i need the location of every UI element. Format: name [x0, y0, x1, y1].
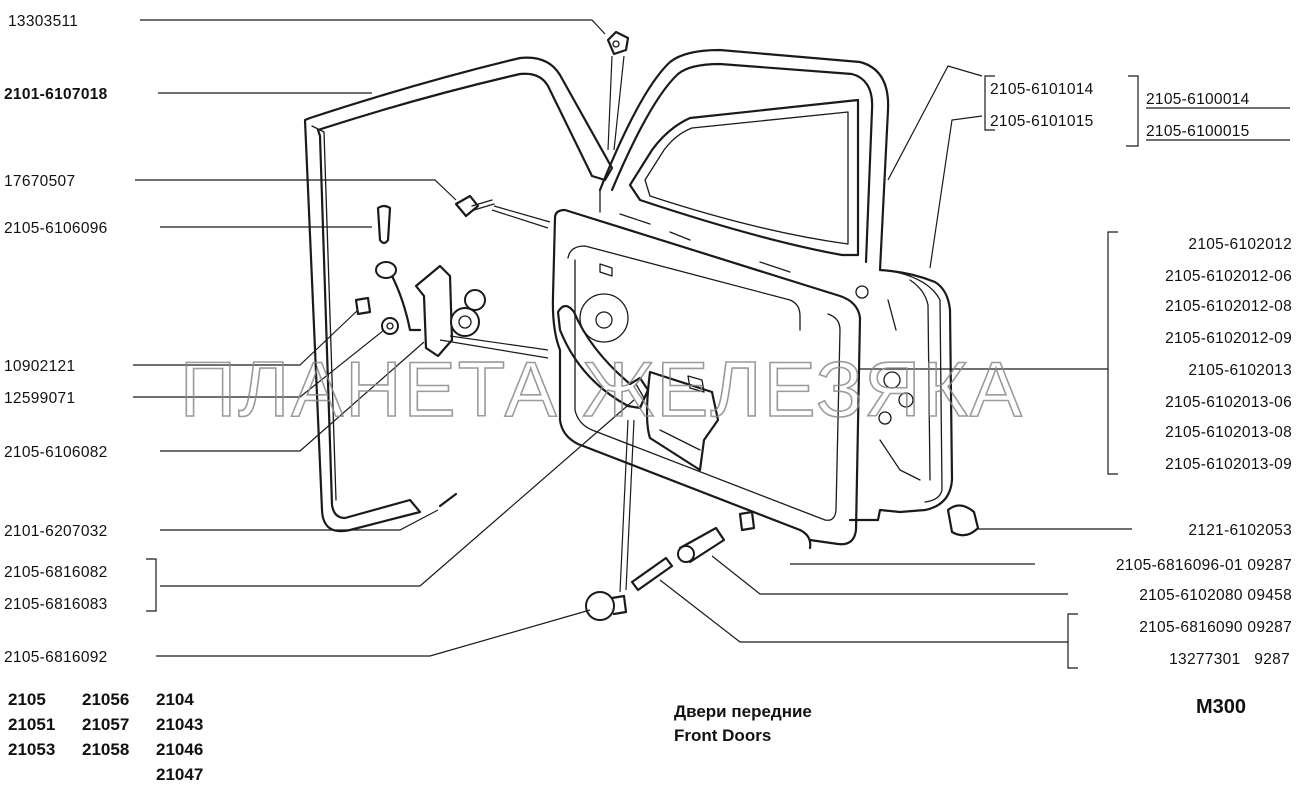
label-2105-6816083: 2105-6816083 — [4, 596, 108, 613]
model-item: 21057 — [82, 715, 130, 734]
model-item — [8, 763, 82, 786]
label-2105-6106082: 2105-6106082 — [4, 444, 108, 461]
label-2105-6100014: 2105-6100014 — [1146, 91, 1250, 108]
label-2105-6102012-09: 2105-6102012-09 — [1165, 330, 1292, 347]
label-2105-6102013-09: 2105-6102013-09 — [1165, 456, 1292, 473]
diagram-title: Двери передние Front Doors — [674, 700, 812, 748]
model-item: 21051 — [8, 715, 56, 734]
labels-left: 13303511 2101-6107018 17670507 2105-6106… — [4, 13, 108, 666]
label-2105-6102012-06: 2105-6102012-06 — [1165, 268, 1292, 285]
label-2105-6101015: 2105-6101015 — [990, 113, 1094, 130]
door-pocket — [645, 370, 720, 472]
label-13277301: 13277301 9287 — [1169, 651, 1290, 668]
model-item: 2104 — [156, 690, 194, 709]
label-2105-6816090: 2105-6816090 09287 — [1139, 619, 1292, 636]
label-2105-6106096: 2105-6106096 — [4, 220, 108, 237]
door-striker — [375, 261, 486, 358]
model-item: 21047 — [156, 765, 204, 784]
model-item: 2105 — [8, 690, 46, 709]
label-2105-6100015: 2105-6100015 — [1146, 123, 1250, 140]
model-item: 21058 — [82, 740, 130, 759]
label-2105-6102013-06: 2105-6102013-06 — [1165, 394, 1292, 411]
leader-lines — [133, 19, 1290, 669]
door-seal — [303, 56, 614, 533]
label-2101-6107018: 2101-6107018 — [4, 86, 108, 103]
model-item — [82, 763, 156, 786]
title-russian: Двери передние — [674, 702, 812, 721]
label-2105-6102012-08: 2105-6102012-08 — [1165, 298, 1292, 315]
label-2105-6102013: 2105-6102013 — [1188, 362, 1292, 379]
title-english: Front Doors — [674, 726, 772, 745]
label-10902121: 10902121 — [4, 358, 75, 375]
label-2105-6816096-01: 2105-6816096-01 09287 — [1116, 557, 1292, 574]
label-2105-6101014: 2105-6101014 — [990, 81, 1094, 98]
label-2105-6102012: 2105-6102012 — [1188, 236, 1292, 253]
door-frame-outer — [598, 48, 954, 522]
label-2121-6102053: 2121-6102053 — [1188, 522, 1292, 539]
model-list: 2105 21056 2104 21051 21057 21043 21053 … — [8, 688, 230, 786]
model-item: 21043 — [156, 715, 204, 734]
model-item: 21053 — [8, 740, 56, 759]
label-13303511: 13303511 — [8, 13, 78, 30]
small-fasteners — [354, 30, 980, 621]
model-item: 21056 — [82, 690, 130, 709]
armrest-handle — [556, 304, 650, 410]
label-2105-6102013-08: 2105-6102013-08 — [1165, 424, 1292, 441]
labels-right: 2105-6101014 2105-6101015 2105-6100014 2… — [990, 81, 1292, 668]
label-12599071: 12599071 — [4, 390, 75, 407]
model-item: 21046 — [156, 740, 204, 759]
label-2105-6816092: 2105-6816092 — [4, 649, 108, 666]
watermark-text: ПЛАНЕТА ЖЕЛЕЗЯКА — [180, 345, 1024, 433]
inner-door-panel — [551, 208, 921, 550]
page-code: M300 — [1196, 696, 1247, 718]
label-17670507: 17670507 — [4, 173, 75, 190]
label-2105-6816082: 2105-6816082 — [4, 564, 108, 581]
label-2105-6102080: 2105-6102080 09458 — [1139, 587, 1292, 604]
label-2101-6207032: 2101-6207032 — [4, 523, 108, 540]
